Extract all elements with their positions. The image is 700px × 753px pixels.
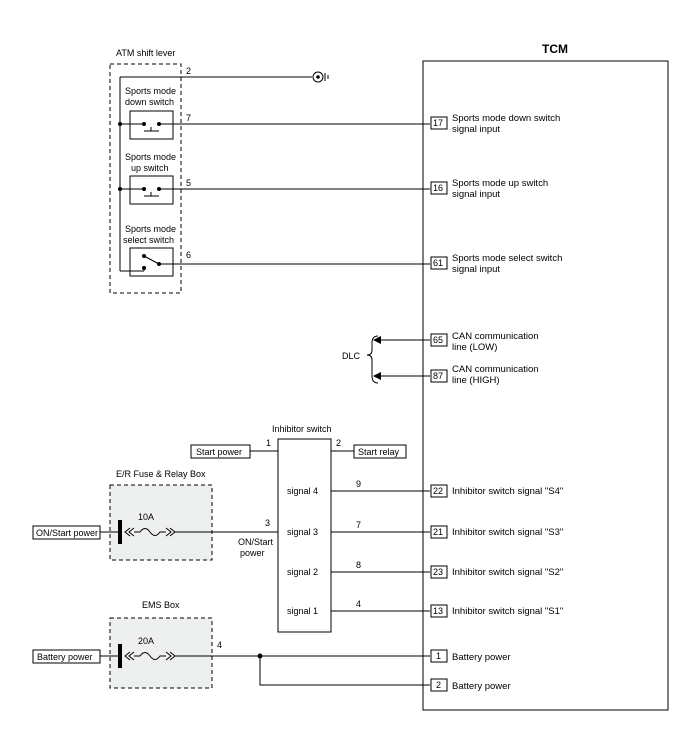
inhibitor-title: Inhibitor switch [272,424,332,434]
er-fuse-relay-box: E/R Fuse & Relay Box ON/Start power 10A [32,469,278,561]
tcm-pin-22: 22 [433,486,443,496]
tcm-pin-65: 65 [433,335,443,345]
tcm-inhibitor-inputs: 22 Inhibitor switch signal "S4" 21 Inhib… [430,484,563,618]
dlc-connection: DLC 65 CAN communication line (LOW) 87 C… [342,331,539,386]
svg-text:Battery power: Battery power [452,681,511,692]
svg-text:down switch: down switch [125,97,174,107]
svg-text:Sports mode down switch: Sports mode down switch [452,113,560,124]
svg-text:Sports mode select switch: Sports mode select switch [452,253,562,264]
tcm-pin-17: 17 [433,118,443,128]
connector-icon [118,644,122,668]
sports-mode-up-switch: Sports mode up switch [118,152,176,205]
svg-text:9: 9 [356,479,361,489]
svg-text:Sports mode: Sports mode [125,152,176,162]
shift-lever-box [109,63,182,294]
arrow-left-icon [373,336,381,344]
inhibitor-box [277,438,332,633]
svg-text:3: 3 [265,518,270,528]
tcm-sports-mode-inputs: 17 Sports mode down switch signal input … [430,113,562,275]
er-box-title: E/R Fuse & Relay Box [116,469,206,479]
tcm-pin-16: 16 [433,183,443,193]
select-switch-pin: 6 [186,250,191,260]
svg-text:4: 4 [217,640,222,650]
svg-text:signal input: signal input [452,189,500,200]
tcm-pin-13: 13 [433,606,443,616]
tcm-pin-1: 1 [436,651,441,661]
signal-2-label: signal 2 [287,567,318,577]
down-switch-pin: 7 [186,113,191,123]
on-start-power-source: ON/Start power [36,528,98,538]
tcm-title: TCM [542,42,568,56]
tcm-pin-61: 61 [433,258,443,268]
up-switch-pin: 5 [186,178,191,188]
signal-3-label: signal 3 [287,527,318,537]
svg-text:Sports mode up switch: Sports mode up switch [452,178,548,189]
shift-lever-title: ATM shift lever [116,48,175,58]
tcm-battery-inputs: 1 Battery power 2 Battery power [430,649,511,692]
signal-4-label: signal 4 [287,486,318,496]
dlc-label: DLC [342,351,361,361]
fuse-10a: 10A [138,512,154,522]
tcm-box [422,60,669,711]
svg-text:Inhibitor switch signal "S1": Inhibitor switch signal "S1" [452,606,563,617]
ground-pin-number: 2 [186,66,191,76]
ems-box-title: EMS Box [142,600,180,610]
svg-text:Sports mode: Sports mode [125,86,176,96]
fuse-20a: 20A [138,636,154,646]
tcm-module: TCM [422,42,669,711]
svg-text:line (LOW): line (LOW) [452,342,497,353]
svg-text:line (HIGH): line (HIGH) [452,375,500,386]
tcm-pin-2: 2 [436,680,441,690]
tcm-pin-23: 23 [433,567,443,577]
sports-mode-select-switch: Sports mode select switch [120,224,176,277]
svg-text:up switch: up switch [131,163,169,173]
svg-text:7: 7 [356,520,361,530]
svg-text:1: 1 [266,438,271,448]
svg-text:CAN communication: CAN communication [452,331,539,342]
connector-icon [118,520,122,544]
svg-text:signal input: signal input [452,124,500,135]
start-power-label: Start power [196,447,242,457]
tcm-pin-21: 21 [433,527,443,537]
dlc-brace [366,335,379,384]
start-relay-label: Start relay [358,447,400,457]
arrow-left-icon [373,372,381,380]
svg-text:2: 2 [336,438,341,448]
tcm-pin-87: 87 [433,371,443,381]
svg-text:select switch: select switch [123,235,174,245]
sports-mode-down-switch: Sports mode down switch [118,86,176,140]
svg-text:Inhibitor switch signal "S2": Inhibitor switch signal "S2" [452,567,563,578]
svg-text:8: 8 [356,560,361,570]
fuse-icon [134,652,166,660]
atm-shift-lever: ATM shift lever 2 Sports mode down switc… [109,48,430,294]
svg-text:signal input: signal input [452,264,500,275]
svg-text:Inhibitor switch signal "S3": Inhibitor switch signal "S3" [452,527,563,538]
svg-text:power: power [240,548,265,558]
svg-text:CAN communication: CAN communication [452,364,539,375]
svg-text:Inhibitor switch signal "S4": Inhibitor switch signal "S4" [452,486,563,497]
connector-icon [124,651,135,661]
svg-text:4: 4 [356,599,361,609]
battery-power-source: Battery power [37,652,93,662]
ground-icon [312,71,329,83]
fuse-icon [134,528,166,536]
ems-box: EMS Box Battery power 20A 4 [32,600,430,689]
signal-1-label: signal 1 [287,606,318,616]
svg-text:ON/Start: ON/Start [238,537,274,547]
svg-text:Sports mode: Sports mode [125,224,176,234]
connector-icon [124,527,135,537]
inhibitor-switch: Inhibitor switch Start power 1 Start rel… [190,424,430,633]
svg-text:Battery power: Battery power [452,652,511,663]
